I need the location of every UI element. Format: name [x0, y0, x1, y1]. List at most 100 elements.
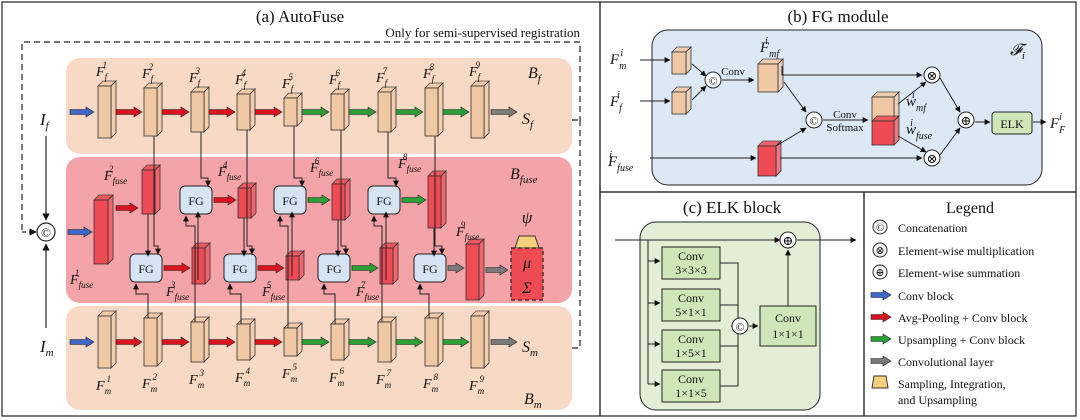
legend-glyph-1: ©	[876, 222, 884, 234]
moving-to-fg-link-3	[227, 283, 242, 324]
fg-to-fuse-arrow-7	[447, 262, 465, 274]
fuse-feature-label-1: Ffuse1	[69, 268, 93, 290]
fuse-feature-label-7: Ffuse7	[355, 280, 379, 302]
fg-box-label-1: FG	[138, 262, 154, 276]
moving-branch-label: Bm	[524, 391, 542, 411]
output-fixed-label: Sf	[522, 111, 535, 131]
legend-label-3: Element-wise summation	[898, 266, 1020, 280]
fuse-feature-label-4: Ffuse4	[217, 160, 241, 182]
fuse-feature-label-6: Ffuse6	[309, 156, 333, 178]
fixed-feature-label-8: Ff8	[422, 62, 436, 84]
fixed-feature-label-5: Ff5	[281, 72, 295, 94]
autofuse-diagram: Only for semi-supervised registration Bf…	[21, 25, 581, 411]
elk-title: (c) ELK block	[683, 198, 782, 217]
fg-mult-top-to-sum	[939, 77, 961, 113]
elk-conv-4	[661, 369, 721, 403]
fg-box-label-5: FG	[326, 262, 342, 276]
fg-concat2-circle	[805, 111, 823, 129]
sm-dashed-link	[552, 120, 581, 349]
fg-to-fuse-arrow-1	[163, 262, 191, 274]
moving-branch-bg	[66, 306, 572, 410]
fuse-to-head-arrow	[485, 264, 509, 276]
fg-input-ff: Ffi	[609, 90, 623, 114]
legend-symbol-8	[871, 375, 889, 389]
fuse-feature-block-9	[465, 238, 485, 301]
fg-softmax-label: Softmax	[826, 122, 864, 134]
elk-conv-4-name: Conv	[678, 372, 704, 386]
legend-label-2: Element-wise multiplication	[898, 244, 1034, 258]
moving-feature-block-7	[377, 316, 397, 363]
fg-box-label-7: FG	[422, 262, 438, 276]
moving-arrow-7	[395, 336, 424, 348]
fg-mult-bottom-symbol: ⊗	[927, 151, 938, 166]
fg-concat-circle	[704, 71, 722, 89]
fg-mf-to-mult	[781, 66, 923, 78]
fixed-feature-label-1: Ff1	[95, 60, 109, 82]
legend-label-4: Conv block	[898, 289, 954, 303]
fixed-arrow-6	[348, 106, 377, 118]
fixed-to-fg-link-6	[387, 132, 399, 187]
fuse-feature-label-3: Ffuse3	[165, 280, 189, 302]
moving-feature-label-7: Fm7	[375, 368, 392, 390]
moving-to-fg-link-1	[133, 283, 149, 318]
fg-concat-symbol: ©	[708, 74, 717, 88]
fg-input-fm-block	[671, 46, 692, 75]
sampling-trapezoid	[514, 235, 540, 249]
fg-to-fuse-arrow-2	[213, 194, 237, 206]
fg-sum-symbol: ⊕	[961, 113, 972, 128]
fuse-feature-block-1	[93, 194, 114, 265]
fixed-arrow-2	[161, 106, 190, 118]
sigma-label: Σ	[521, 280, 532, 297]
moving-feature-block-2	[143, 312, 163, 367]
fixed-to-fg-link-3	[246, 130, 255, 255]
fuse-feature-label-8: Ffuse8	[397, 152, 421, 174]
legend-symbol-5	[870, 311, 892, 323]
fuse-feature-block-7	[379, 242, 399, 285]
moving-feature-block-1	[97, 310, 117, 369]
elk-conv-4-kernel: 1×1×5	[675, 386, 707, 400]
fixed-to-fg-link-1	[153, 136, 161, 255]
moving-feature-block-9	[470, 310, 490, 369]
input-fixed-label: If	[39, 110, 51, 132]
concat-symbol: ©	[41, 225, 51, 240]
fuse-feature-label-9: Ffuse9	[455, 220, 479, 242]
fg-module-bg	[651, 29, 1043, 186]
fg-wfuse-label: wfusei	[906, 118, 933, 142]
moving-arrow-2	[161, 336, 190, 348]
legend-label-7: Convolutional layer	[898, 355, 994, 369]
fg-input-ffuse-block	[757, 140, 782, 177]
fg-mult-bottom-to-sum	[939, 127, 961, 156]
fixed-arrow-7	[395, 106, 424, 118]
moving-feature-block-3	[190, 316, 210, 363]
moving-feature-block-5	[283, 322, 303, 357]
moving-to-fg-link-5	[321, 283, 336, 324]
elk-conv-2-kernel: 5×1×1	[675, 305, 707, 319]
fg-mf-label: Fmfi	[759, 36, 780, 60]
legend-symbol-4	[870, 289, 892, 301]
fg-conv1-label: Conv	[721, 66, 745, 78]
elk-conv-3-kernel: 1×5×1	[675, 346, 707, 360]
fixed-feature-block-1	[97, 80, 117, 139]
moving-to-fg-link-2	[183, 215, 196, 322]
psi-label: ψ	[522, 208, 533, 227]
fg-fm-to-concat	[691, 63, 707, 77]
fg-module-diagram: 𝓕i Fmi Ffi Ffusei ©©⊗⊗⊕ Fmfi Conv Conv S…	[607, 29, 1066, 186]
fg-conv2-label: Conv	[833, 109, 857, 121]
legend-glyph-2: ⊗	[875, 245, 884, 257]
fg-to-fuse-arrow-3	[257, 262, 285, 274]
fixed-feature-block-3	[190, 86, 210, 133]
moving-feature-label-4: Fm4	[234, 366, 251, 388]
fg-fuse-to-concat2	[775, 127, 807, 147]
fixed-feature-block-9	[470, 80, 490, 139]
moving-feature-label-2: Fm2	[141, 372, 158, 394]
fixed-arrow-4	[254, 106, 283, 118]
elk-conv-2-name: Conv	[678, 291, 704, 305]
fg-ff-to-concat	[691, 85, 707, 101]
moving-feature-block-8	[424, 312, 444, 367]
fg-to-fuse-arrow-5	[351, 262, 379, 274]
moving-arrow-5	[301, 336, 330, 348]
fg-elk-box	[991, 111, 1033, 135]
fg-wfuse-to-mult	[897, 135, 927, 153]
fg-wfuse-block	[871, 115, 900, 146]
